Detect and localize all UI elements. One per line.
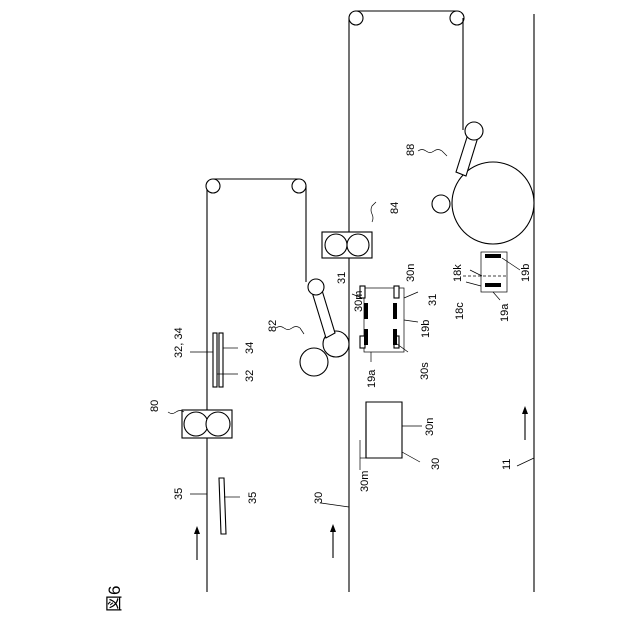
label-19a-18c: 19a (499, 303, 511, 322)
label-30-web: 30 (313, 492, 325, 504)
label-19b-18c: 19b (520, 264, 532, 282)
label-30-sheet: 30 (430, 458, 442, 470)
label-80: 80 (149, 400, 161, 412)
unit-80-roller-pair (168, 410, 232, 438)
unit-88-drum-assembly (418, 122, 534, 244)
label-30m-sheet: 30m (359, 471, 371, 492)
leader-30-web (321, 503, 349, 507)
label-19a-holder: 19a (366, 369, 378, 388)
figure-title: 図6 (105, 586, 124, 612)
lower-roller-82 (300, 348, 328, 376)
sheet-30-piece (360, 402, 422, 470)
flow-arrow-right (522, 406, 528, 440)
leader-11 (517, 458, 534, 466)
nip-roller-88 (432, 195, 450, 213)
label-11: 11 (501, 459, 513, 470)
label-30s: 30s (419, 362, 431, 380)
label-32: 32 (244, 370, 256, 382)
label-19b-holder: 19b (420, 320, 432, 338)
holder-18c-assembly (463, 252, 520, 300)
label-84: 84 (389, 202, 401, 214)
label-30m-holder: 30m (353, 291, 365, 312)
label-18c: 18c (454, 302, 466, 320)
label-32-34: 32, 34 (173, 327, 185, 358)
flow-arrow-left (194, 526, 200, 560)
unit-82-drum-assembly (276, 279, 349, 376)
label-88: 88 (405, 144, 417, 156)
label-31-right: 31 (427, 294, 439, 306)
label-34: 34 (244, 342, 256, 354)
member-35-bar (190, 478, 240, 534)
label-30n-sheet: 30n (424, 418, 436, 436)
label-31-left: 31 (336, 272, 348, 284)
label-18k: 18k (452, 264, 464, 282)
tension-roller-88 (465, 122, 483, 140)
label-82: 82 (267, 320, 279, 332)
label-30n-holder: 30n (405, 264, 417, 282)
flow-arrow-middle (330, 524, 336, 558)
label-35-right: 35 (247, 492, 259, 504)
tension-roller-82 (308, 279, 324, 295)
label-35-left: 35 (173, 488, 185, 500)
plates-32-34 (190, 333, 238, 387)
